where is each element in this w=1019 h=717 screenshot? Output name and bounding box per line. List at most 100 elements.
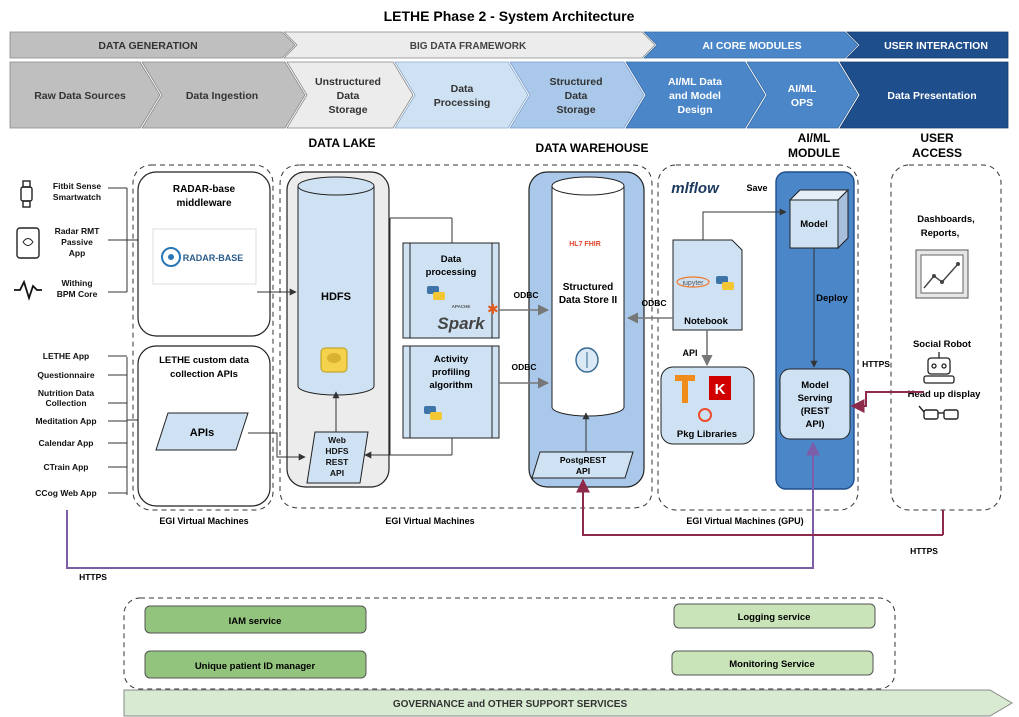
stage-label-5-line-3: Storage <box>556 104 595 116</box>
odbc-label-3: ODBC <box>641 298 666 308</box>
radar-base-title-1: RADAR-base <box>173 184 236 195</box>
upid-manager <box>144 650 367 679</box>
serving-4: API) <box>806 419 825 430</box>
stage-label-5-line-2: Data <box>565 90 588 102</box>
custom-apis-title-1: LETHE custom data <box>159 355 249 366</box>
user-access-title-1: USER <box>920 131 954 145</box>
https-label-2: HTTPS <box>910 546 938 556</box>
jupyter-logo: jupyter <box>681 280 704 287</box>
data-processing-frame <box>402 242 500 339</box>
structured-store-1: Structured <box>563 282 614 293</box>
notebook-label: Notebook <box>684 316 729 327</box>
odbc-label-1: ODBC <box>513 290 538 300</box>
vm-gpu-container <box>657 164 859 511</box>
dashboard-icon <box>915 249 969 299</box>
model-serving-box <box>779 368 851 440</box>
robot-icon <box>923 352 955 384</box>
app-item-7: CTrain App <box>43 462 88 472</box>
vm-middle-label: EGI Virtual Machines <box>385 516 474 526</box>
https-robot-path <box>850 391 924 413</box>
governance-label: GOVERNANCE and OTHER SUPPORT SERVICES <box>393 699 628 710</box>
apis-node <box>155 412 249 451</box>
api-label: API <box>682 348 697 358</box>
data-warehouse-title: DATA WAREHOUSE <box>535 141 648 155</box>
stage-label-3-line-2: Data <box>337 90 360 102</box>
upid-manager-label: Unique patient ID manager <box>195 661 316 672</box>
data-lake-title: DATA LAKE <box>308 136 375 150</box>
radar-base-title-2: middleware <box>176 198 231 209</box>
support-services-container <box>123 597 896 690</box>
phase-data-generation <box>9 31 296 59</box>
social-robot-label: Social Robot <box>913 339 972 350</box>
odbc-label-2: ODBC <box>511 362 536 372</box>
stage-label-6-line-1: AI/ML Data <box>668 76 722 88</box>
app-item-3: Nutrition Data <box>38 388 94 398</box>
python-icon-3 <box>716 276 734 290</box>
hud-label: Head up display <box>908 389 982 400</box>
governance-bar <box>123 689 1013 717</box>
app-item-2: Questionnaire <box>37 370 94 380</box>
device-list <box>14 180 42 301</box>
hadoop-elephant-icon <box>320 347 348 373</box>
app-item-8: CCog Web App <box>35 488 96 498</box>
smartwatch-icon <box>20 180 33 208</box>
stage-label-6-line-2: and Model <box>669 90 721 102</box>
apis-label: APIs <box>190 427 214 439</box>
activity-title-1: Activity <box>434 354 469 365</box>
hdfs-label: HDFS <box>321 291 351 303</box>
monitoring-service-label: Monitoring Service <box>729 659 815 670</box>
dashboards-label-1: Dashboards, <box>917 214 975 225</box>
user-access-title-2: ACCESS <box>912 146 962 160</box>
phase-label-4: USER INTERACTION <box>884 40 988 52</box>
phase-user-interaction <box>846 31 1009 59</box>
stage-label-4-line-1: Data <box>451 83 474 95</box>
stage-presentation <box>839 61 1009 129</box>
save-label: Save <box>746 183 767 193</box>
serving-1: Model <box>801 380 828 391</box>
stage-label-7-line-2: OPS <box>791 97 813 109</box>
postgrest-label-2: API <box>576 466 590 476</box>
app-item-5: Meditation App <box>35 416 96 426</box>
phase-big-data-framework <box>283 31 656 59</box>
stage-label-3-line-3: Storage <box>328 104 367 116</box>
monitoring-service <box>671 650 874 676</box>
postgrest-label-1: PostgREST <box>560 455 607 465</box>
spark-logo: Spark <box>437 314 486 333</box>
vm-middle-container <box>279 164 653 509</box>
spark-small-label: APACHE <box>452 304 471 309</box>
page-title: LETHE Phase 2 - System Architecture <box>384 8 635 24</box>
phase-ai-core-modules <box>643 31 859 59</box>
stage-aiml-ops <box>746 61 859 129</box>
https-label-1: HTTPS <box>862 359 890 369</box>
aiml-module-title-1: AI/ML <box>798 131 831 145</box>
https-paths <box>66 391 944 569</box>
app-item-4: Collection <box>45 398 86 408</box>
activity-title-2: profiling <box>432 367 470 378</box>
keras-icon <box>709 376 731 400</box>
activity-frame <box>402 345 500 439</box>
device-2-line-2: Passive <box>61 237 93 247</box>
stage-label-3-line-1: Unstructured <box>315 76 381 88</box>
stage-ingestion <box>141 61 306 129</box>
radar-logo-icon <box>161 247 181 267</box>
device-3-line-1: Withing <box>61 278 92 288</box>
phase-label-1: DATA GENERATION <box>98 40 197 52</box>
serving-2: Serving <box>798 393 833 404</box>
tensorflow-icon <box>675 375 695 403</box>
device-1-line-2: Smartwatch <box>53 192 101 202</box>
stage-label-8-line-1: Data Presentation <box>887 90 976 102</box>
device-1-line-1: Fitbit Sense <box>53 181 101 191</box>
radar-logo-text: RADAR-BASE <box>183 253 244 263</box>
stage-label-4-line-2: Processing <box>434 97 491 109</box>
webhdfs-line-4: API <box>330 468 344 478</box>
https-maroon-path <box>576 478 943 536</box>
stage-label-6-line-3: Design <box>677 104 712 116</box>
device-2-line-3: App <box>69 248 86 258</box>
stage-structured <box>509 61 645 129</box>
spark-star-icon: ✱ <box>487 301 499 317</box>
deploy-label: Deploy <box>816 293 848 304</box>
iam-service <box>144 605 367 634</box>
